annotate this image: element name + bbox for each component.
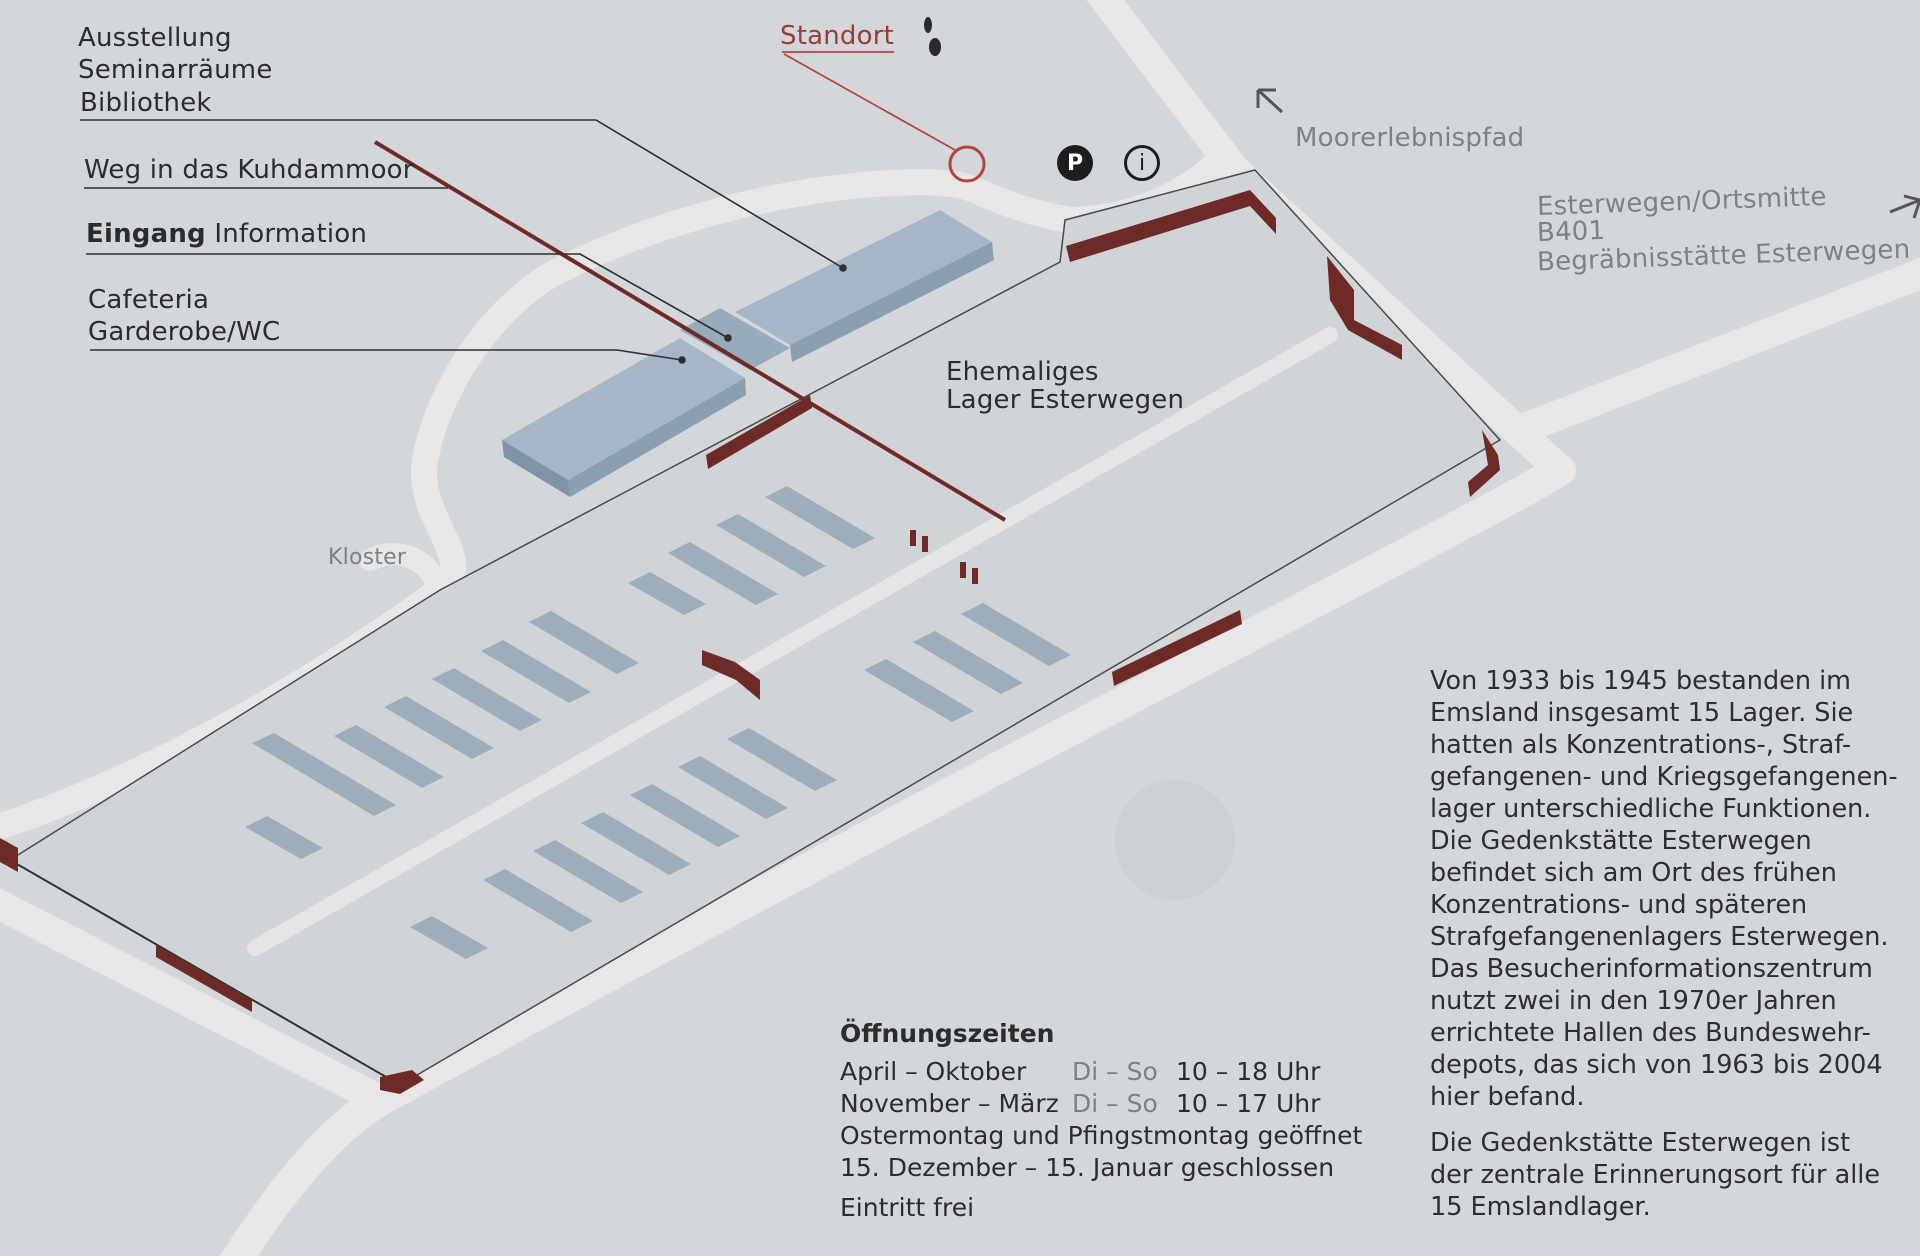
legend-information: Information bbox=[214, 219, 368, 249]
kuhdammoor-path bbox=[373, 140, 1007, 522]
leader-cafeteria bbox=[90, 349, 683, 361]
camp-label-line2: Lager Esterwegen bbox=[946, 385, 1185, 415]
legend-cafeteria: Cafeteria bbox=[88, 285, 210, 315]
wall-marker bbox=[922, 536, 928, 552]
camp-boundary-west bbox=[9, 859, 401, 1086]
barrack bbox=[628, 572, 706, 615]
leader-dot bbox=[678, 356, 686, 364]
barrack bbox=[727, 728, 837, 791]
barrack bbox=[533, 840, 643, 903]
wall-segment bbox=[1468, 430, 1500, 497]
building-connector bbox=[680, 308, 790, 370]
legend-garderobe: Garderobe/WC bbox=[88, 317, 281, 347]
wall-segment bbox=[0, 838, 18, 872]
hours-row: November – März Di – So 10 – 17 Uhr bbox=[840, 1088, 1362, 1120]
building-front bbox=[568, 378, 746, 497]
road-west bbox=[0, 888, 395, 1115]
wall-segment bbox=[156, 945, 252, 1012]
standort-label: Standort bbox=[780, 21, 895, 51]
barrack bbox=[668, 542, 778, 605]
building-side bbox=[790, 242, 994, 362]
barrack bbox=[581, 812, 691, 875]
road-kloster bbox=[359, 543, 451, 601]
legend-eingang: Eingang bbox=[86, 219, 206, 249]
standort-leader bbox=[782, 51, 956, 151]
watermark-logo bbox=[1115, 780, 1235, 900]
barrack bbox=[252, 733, 396, 816]
road-east bbox=[1505, 257, 1920, 445]
leader-lines bbox=[80, 119, 847, 364]
hours-note-holidays: Ostermontag und Pfingstmontag geöffnet bbox=[840, 1121, 1363, 1150]
wall-segment bbox=[380, 1070, 424, 1094]
barrack bbox=[529, 611, 639, 674]
kloster-label: Kloster bbox=[328, 545, 407, 570]
info-paragraph-history: Von 1933 bis 1945 bestanden im Emsland i… bbox=[1430, 666, 1898, 1112]
wall-marker bbox=[960, 562, 966, 578]
camp-label-line1: Ehemaliges bbox=[946, 357, 1099, 387]
hours-period: November – März bbox=[840, 1089, 1059, 1118]
barrack bbox=[245, 816, 323, 859]
arrow-up-left-icon bbox=[1256, 88, 1284, 114]
hours-time: 10 – 18 Uhr bbox=[1176, 1057, 1321, 1086]
footprint-icon bbox=[924, 17, 941, 56]
hours-row: April – Oktober Di – So 10 – 18 Uhr bbox=[840, 1056, 1362, 1088]
walls bbox=[0, 190, 1500, 1094]
barrack bbox=[630, 784, 740, 847]
leader-ausstellung bbox=[80, 119, 844, 269]
standort-marker bbox=[948, 145, 986, 183]
building-side bbox=[502, 440, 570, 497]
wall-segment bbox=[1066, 190, 1276, 262]
opening-hours-title: Öffnungszeiten bbox=[840, 1019, 1055, 1048]
info-text: Von 1933 bis 1945 bestanden im Emsland i… bbox=[1430, 665, 1898, 1237]
barrack bbox=[961, 603, 1071, 666]
barrack bbox=[334, 725, 444, 788]
legend-ausstellung: Ausstellung bbox=[78, 23, 232, 53]
barrack bbox=[384, 696, 494, 759]
legend-weg-kuhdammoor: Weg in das Kuhdammoor bbox=[84, 155, 414, 185]
leader-eingang bbox=[86, 253, 729, 339]
road-south bbox=[219, 454, 1576, 1256]
barracks bbox=[245, 486, 1071, 959]
wall-segment bbox=[702, 650, 760, 700]
barrack bbox=[483, 869, 593, 932]
info-paragraph-memorial: Die Gedenkstätte Esterwegen ist der zent… bbox=[1430, 1128, 1881, 1222]
building-roof bbox=[502, 338, 745, 480]
barrack bbox=[678, 756, 788, 819]
barrack bbox=[432, 668, 542, 731]
wall-segment bbox=[1112, 610, 1242, 686]
barrack bbox=[716, 514, 826, 577]
barrack bbox=[864, 659, 974, 722]
building-roof bbox=[735, 210, 992, 345]
hours-period: April – Oktober bbox=[840, 1057, 1027, 1086]
legend-bibliothek: Bibliothek bbox=[80, 88, 212, 118]
info-icon: i bbox=[1124, 145, 1160, 181]
hours-days: Di – So bbox=[1072, 1057, 1158, 1086]
camp-inner-road bbox=[247, 327, 1338, 956]
hours-days: Di – So bbox=[1072, 1089, 1158, 1118]
hours-note-closed: 15. Dezember – 15. Januar geschlossen bbox=[840, 1153, 1335, 1182]
parking-icon: P bbox=[1057, 145, 1093, 181]
visitor-center bbox=[502, 210, 994, 497]
leader-dot bbox=[724, 334, 732, 342]
legend-eingang-info: Eingang Information bbox=[86, 218, 367, 250]
opening-hours: Öffnungszeiten April – Oktober Di – So 1… bbox=[840, 1018, 1362, 1224]
barrack bbox=[410, 916, 488, 959]
wall-segment bbox=[706, 395, 812, 469]
wall-marker bbox=[972, 568, 978, 584]
moorerlebnispfad-label: Moorerlebnispfad bbox=[1295, 123, 1525, 153]
leader-dot bbox=[839, 264, 847, 272]
wall-segment bbox=[1327, 256, 1402, 360]
barrack bbox=[481, 640, 591, 703]
arrow-up-right-icon bbox=[1889, 194, 1920, 219]
barrack bbox=[913, 631, 1023, 694]
legend-seminarraeume: Seminarräume bbox=[78, 55, 273, 85]
hours-entry: Eintritt frei bbox=[840, 1193, 975, 1222]
barrack bbox=[765, 486, 875, 549]
wall-marker bbox=[910, 530, 916, 546]
hours-time: 10 – 17 Uhr bbox=[1176, 1089, 1321, 1118]
